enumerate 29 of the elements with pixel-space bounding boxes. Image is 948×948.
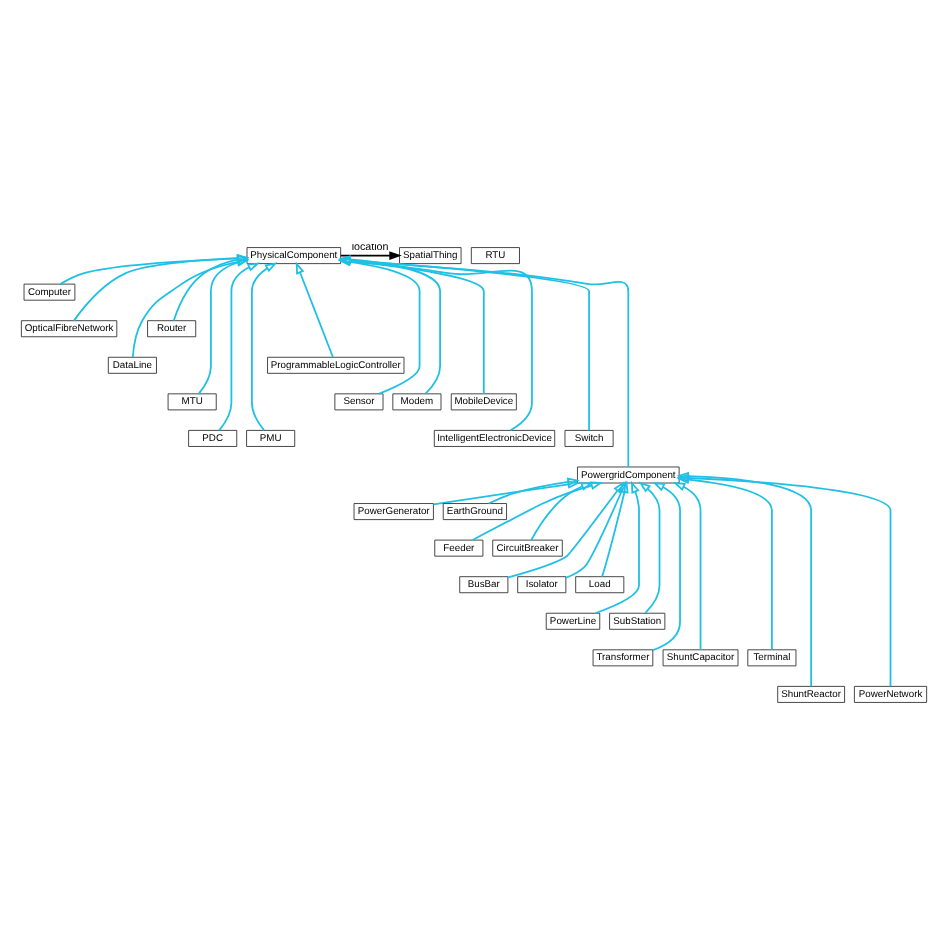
arrow <box>131 256 250 357</box>
arrow <box>487 476 580 504</box>
arrow <box>601 479 629 577</box>
arrow <box>338 256 421 394</box>
arrow <box>507 480 625 578</box>
arrow <box>672 481 702 650</box>
arrow <box>432 479 581 505</box>
arrow <box>197 257 250 394</box>
arrow <box>338 254 441 394</box>
arrow <box>338 255 590 431</box>
arrow <box>338 255 630 467</box>
arrow <box>652 480 681 650</box>
arrow <box>471 480 603 540</box>
arrow <box>676 472 892 687</box>
arrow <box>338 256 485 394</box>
arrow <box>172 254 250 321</box>
arrow <box>565 479 627 578</box>
arrow <box>251 261 278 431</box>
arrow <box>218 261 260 431</box>
arrow <box>339 250 402 259</box>
arrow <box>638 480 661 614</box>
arrow <box>338 255 533 431</box>
arrow <box>73 252 250 321</box>
arrow <box>295 260 334 358</box>
arrow <box>59 253 250 284</box>
arrow <box>594 479 640 614</box>
arrow <box>676 470 813 687</box>
arrow <box>530 481 594 540</box>
arrow <box>676 474 773 650</box>
